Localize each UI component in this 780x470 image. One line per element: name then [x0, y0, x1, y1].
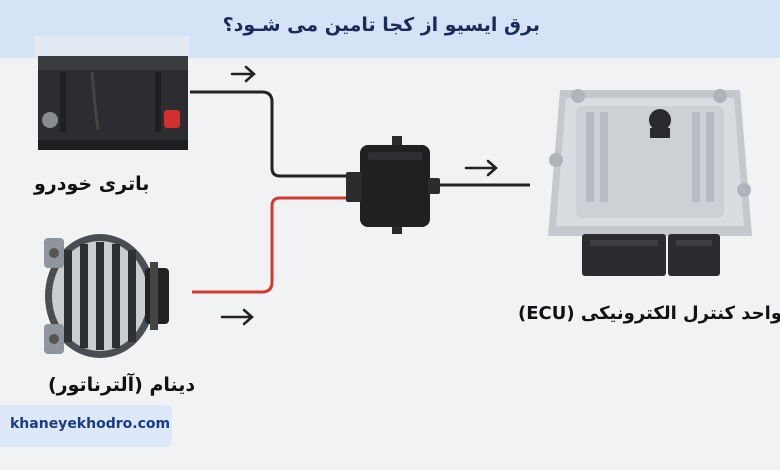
page-title: برق ایسیو از کجا تامین می شـود؟	[222, 14, 540, 36]
site-watermark: khaneyekhodro.com	[0, 405, 172, 447]
site-url: khaneyekhodro.com	[10, 416, 171, 432]
alternator-icon	[44, 234, 169, 358]
ecu-icon	[548, 89, 752, 276]
arrow-right-icon	[464, 159, 498, 177]
battery-label: باتری خودرو	[34, 173, 150, 195]
arrow-right-icon	[230, 65, 256, 83]
arrow-right-icon	[220, 308, 254, 326]
battery-wire	[190, 90, 360, 178]
junction-box-icon	[346, 136, 440, 234]
alternator-label: دینام (آلترناتور)	[48, 374, 196, 396]
ecu-label: واحد کنترل الکترونیکی (ECU)	[518, 303, 780, 324]
alternator-wire	[192, 196, 360, 294]
battery-icon	[34, 36, 190, 150]
